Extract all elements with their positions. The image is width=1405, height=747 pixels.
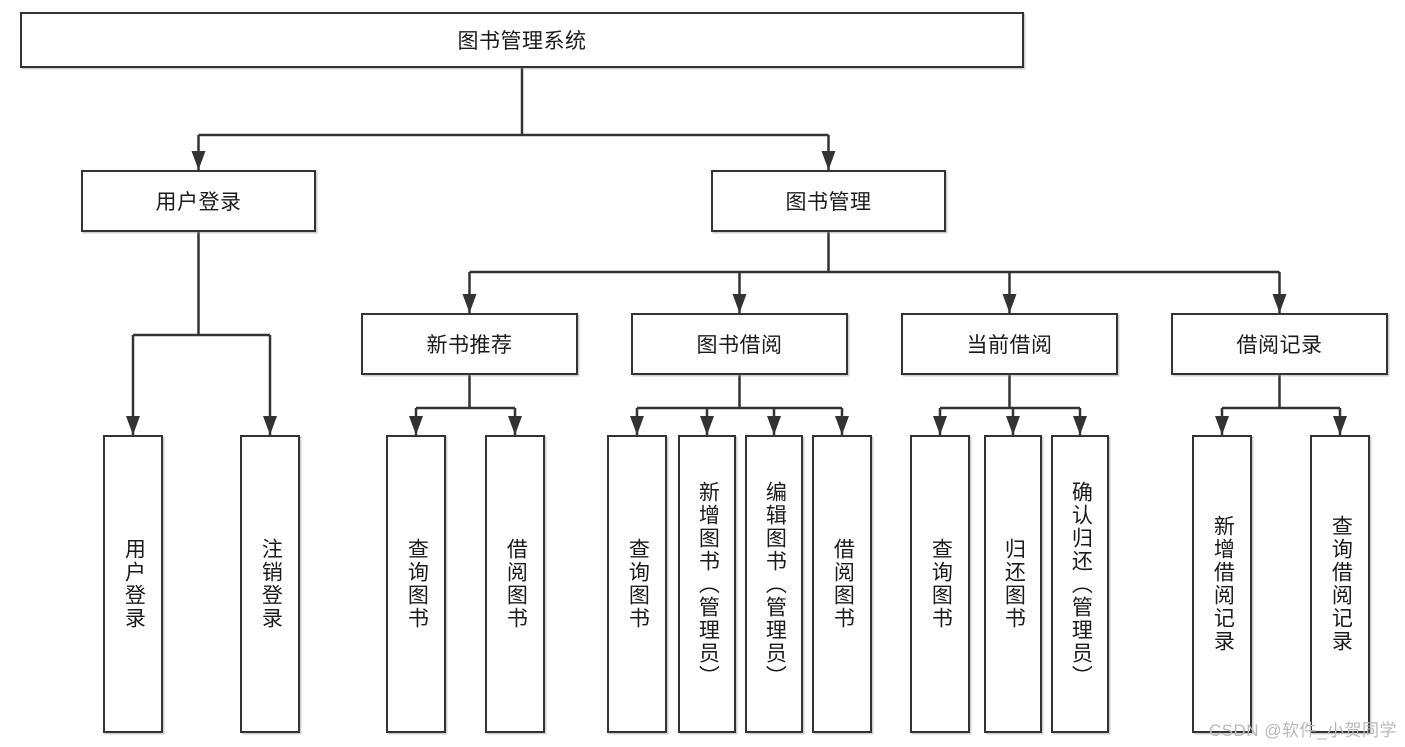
node-root-system[interactable]: 图书管理系统 [20,12,1024,68]
node-label: 确认归还（管理员） [1069,480,1093,688]
node-label: 当前借阅 [966,334,1053,357]
leaf-edit-book-admin[interactable]: 编辑图书（管理员） [745,435,803,733]
node-label: 借阅图书 [831,538,855,630]
node-label: 借阅记录 [1236,334,1323,357]
node-label: 借阅图书 [504,538,528,630]
node-label: 编辑图书（管理员） [763,480,787,688]
node-current-borrow[interactable]: 当前借阅 [901,313,1118,375]
node-label: 用户登录 [122,538,146,630]
leaf-user-login[interactable]: 用户登录 [103,435,163,733]
node-label: 图书管理 [785,191,872,214]
leaf-query-book-borrow[interactable]: 查询图书 [607,435,667,733]
leaf-logout-login[interactable]: 注销登录 [240,435,300,733]
node-label: 注销登录 [259,538,283,630]
leaf-confirm-return-admin[interactable]: 确认归还（管理员） [1051,435,1109,733]
node-borrow-record[interactable]: 借阅记录 [1171,313,1388,375]
node-label: 新增借阅记录 [1211,515,1235,653]
node-label: 新增图书（管理员） [696,480,720,688]
leaf-return-book[interactable]: 归还图书 [984,435,1042,733]
leaf-borrow-book-borrow[interactable]: 借阅图书 [812,435,872,733]
node-label: 查询图书 [929,538,953,630]
leaf-query-borrow-record[interactable]: 查询借阅记录 [1310,435,1370,733]
node-book-management[interactable]: 图书管理 [711,170,946,232]
node-user-login[interactable]: 用户登录 [81,170,316,232]
node-book-borrow[interactable]: 图书借阅 [631,313,848,375]
leaf-add-borrow-record[interactable]: 新增借阅记录 [1192,435,1252,733]
node-label: 图书借阅 [696,334,783,357]
node-label: 查询图书 [626,538,650,630]
node-label: 归还图书 [1002,538,1026,630]
leaf-add-book-admin[interactable]: 新增图书（管理员） [678,435,736,733]
leaf-borrow-book-new-recommend[interactable]: 借阅图书 [485,435,545,733]
node-label: 查询图书 [405,538,429,630]
node-label: 图书管理系统 [457,30,587,53]
node-label: 新书推荐 [426,334,513,357]
node-label: 查询借阅记录 [1329,515,1353,653]
leaf-query-book-current[interactable]: 查询图书 [910,435,970,733]
leaf-query-book-new-recommend[interactable]: 查询图书 [386,435,446,733]
node-new-book-recommend[interactable]: 新书推荐 [361,313,578,375]
node-label: 用户登录 [155,191,242,214]
watermark: CSDN @软件_小贺同学 [1208,721,1397,740]
